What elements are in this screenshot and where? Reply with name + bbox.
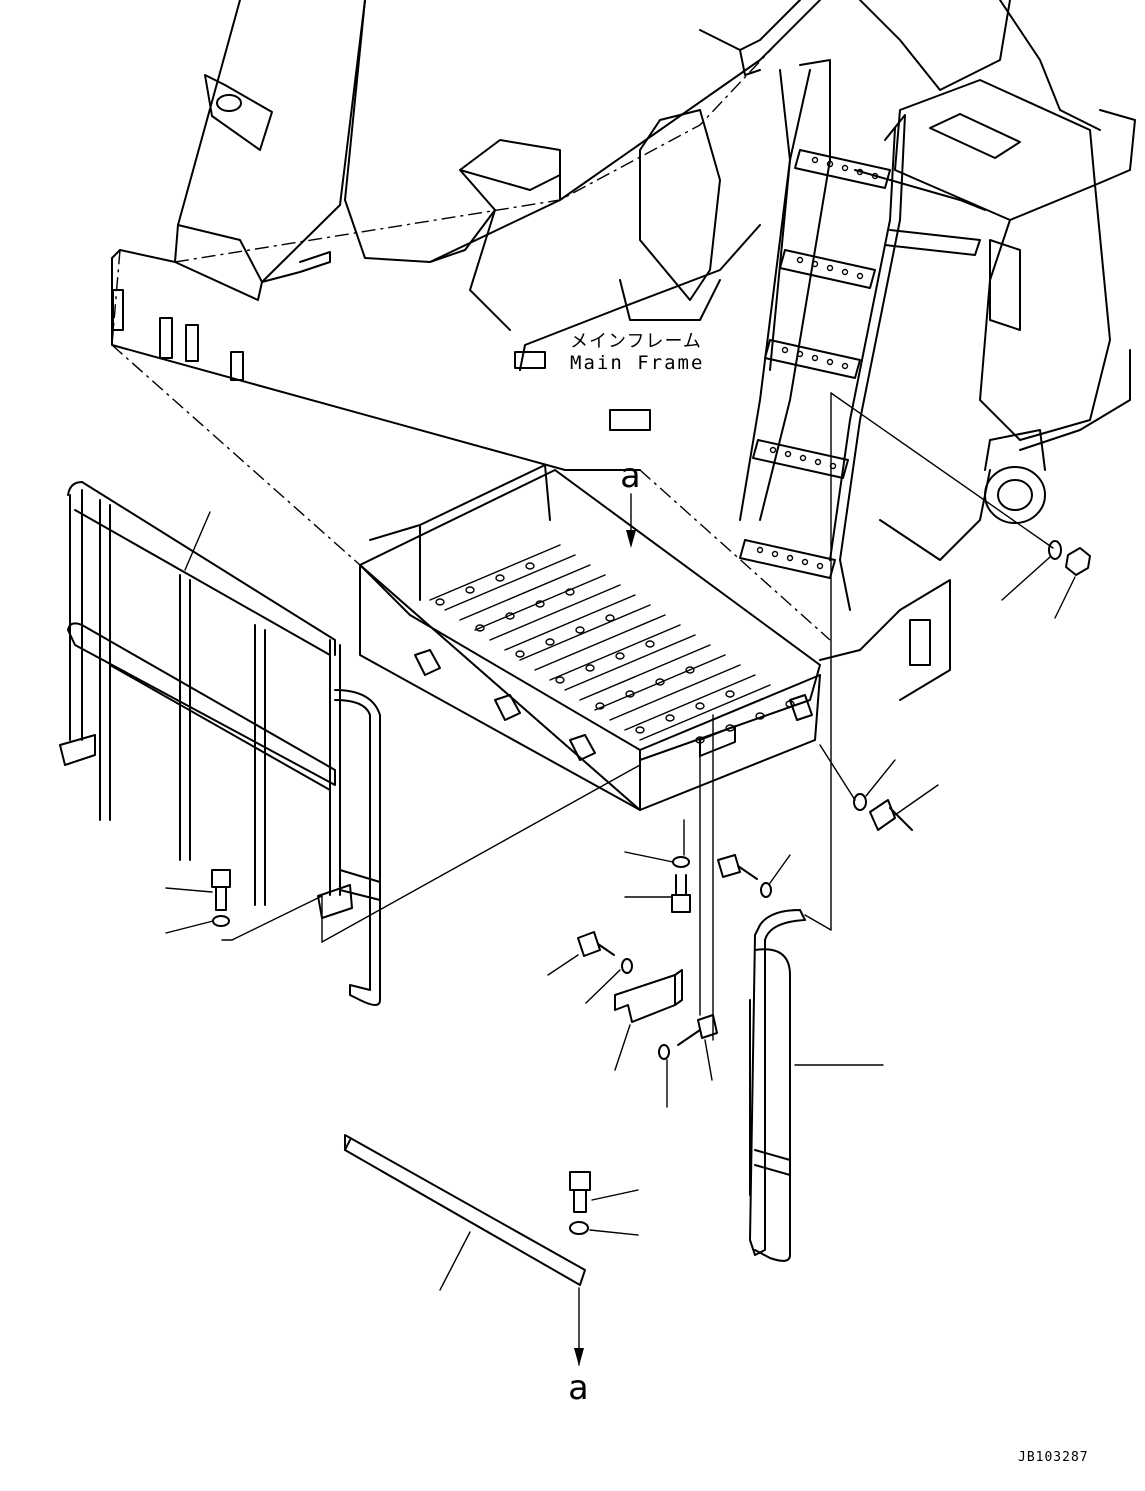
small-bracket [614, 969, 683, 1023]
drawing-number: JB103287 [1018, 1450, 1089, 1465]
platform-perforations [429, 544, 771, 741]
right-handrail [749, 909, 806, 1262]
leader-lines [165, 392, 1076, 1291]
main-frame-label-jp: メインフレーム [570, 331, 702, 352]
access-ladder [739, 59, 986, 701]
view-reference-top: a [620, 456, 641, 496]
left-handrail [59, 481, 381, 1006]
platform-step [111, 344, 831, 811]
main-frame-label-en: Main Frame [570, 352, 705, 374]
view-arrow-a-top [626, 493, 636, 548]
view-reference-bottom: a [568, 1368, 589, 1408]
bottom-plate [344, 1134, 586, 1286]
view-arrow-a-bottom [574, 1287, 584, 1366]
main-frame [111, 0, 1136, 561]
